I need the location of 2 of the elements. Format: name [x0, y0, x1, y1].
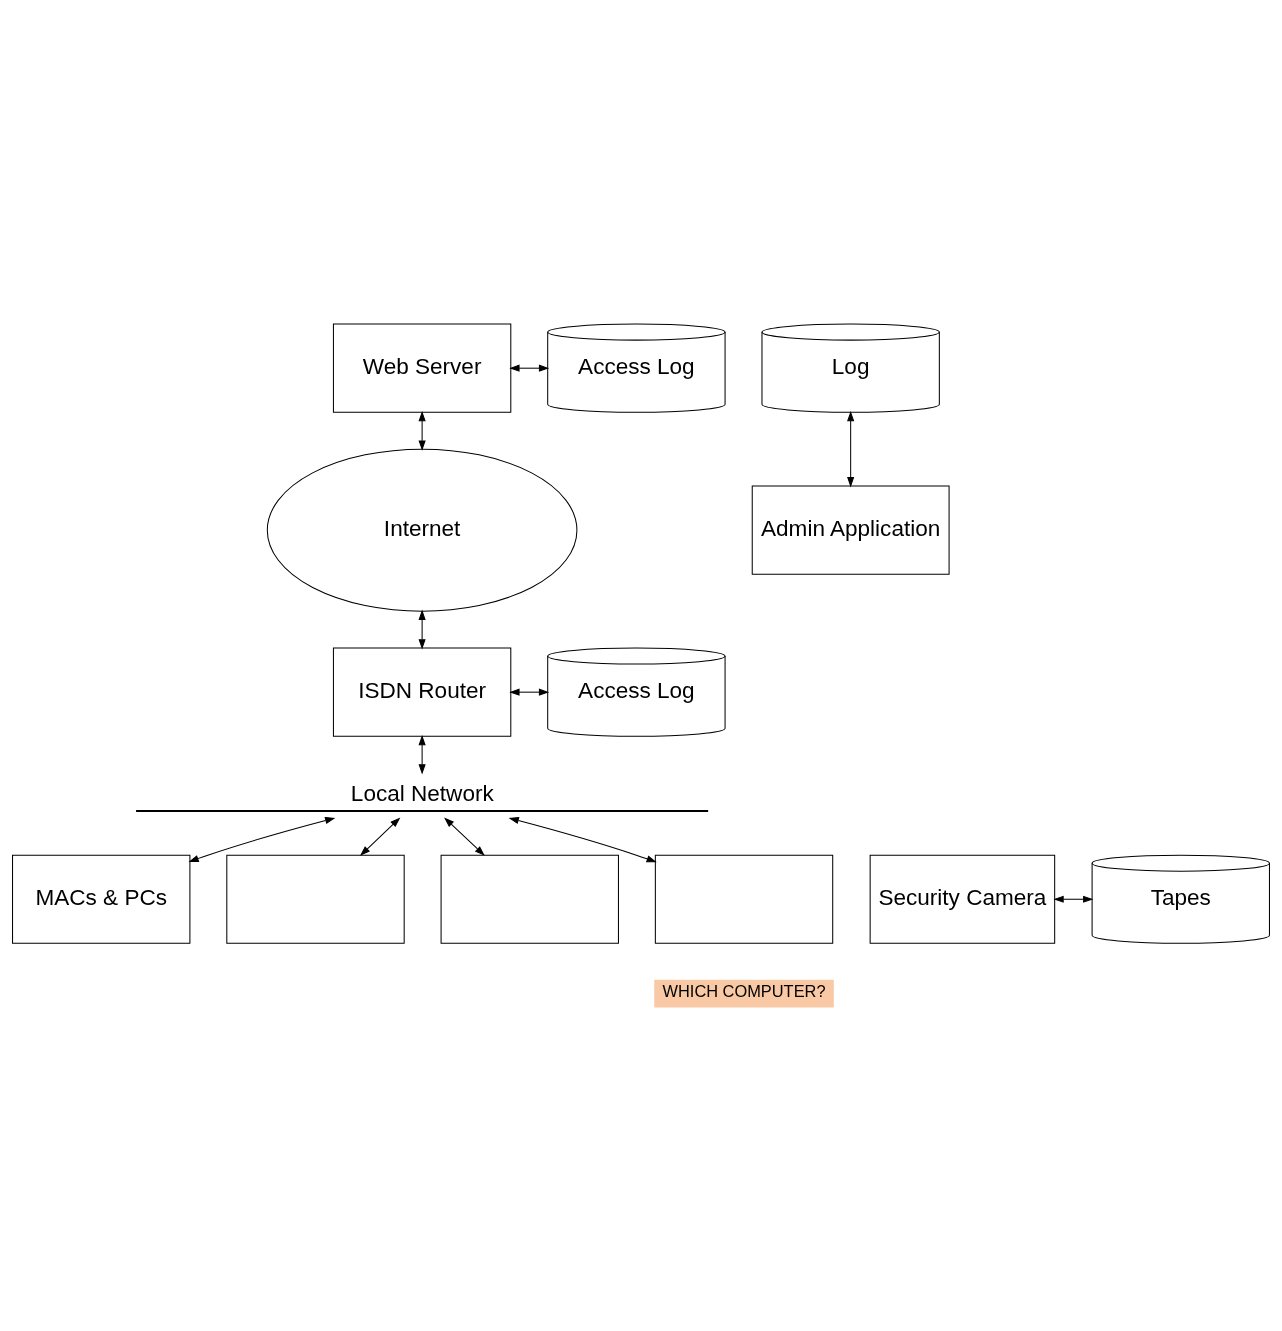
label: WHICH COMPUTER? — [662, 982, 826, 1001]
node-text: Local Network — [350, 781, 494, 807]
